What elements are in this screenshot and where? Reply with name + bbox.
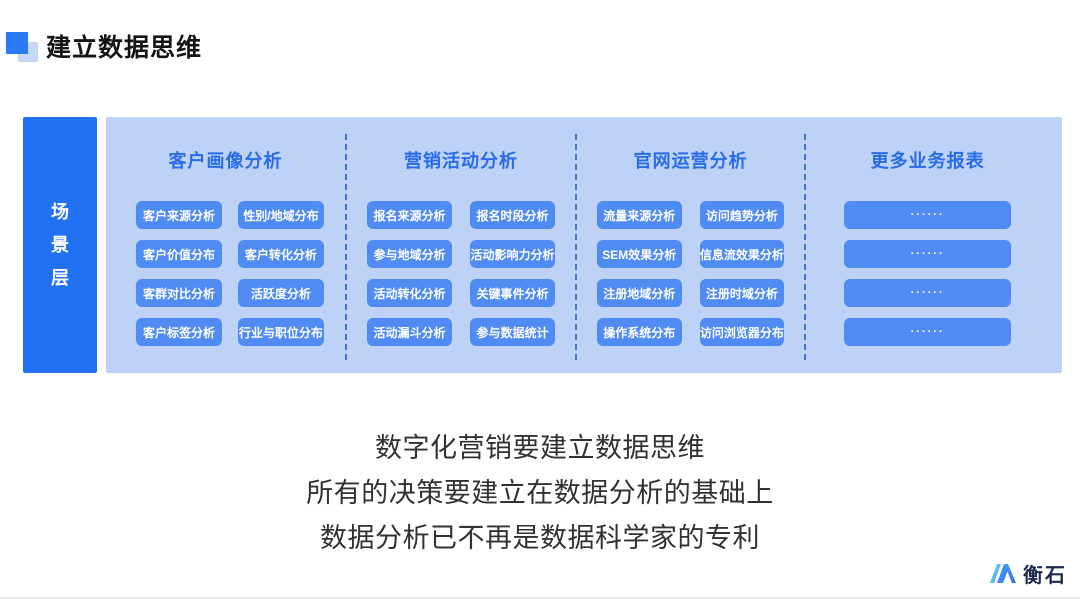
dashed-divider	[575, 134, 578, 360]
column-header: 客户画像分析	[168, 151, 283, 171]
title-bullet-decoration	[6, 30, 40, 62]
analysis-chip: 客群对比分析	[136, 279, 222, 307]
column-more-reports: 更多业务报表 ······ ······ ······ ······	[806, 117, 1062, 373]
analysis-chip: 访问趋势分析	[699, 201, 785, 229]
more-report-chip: ······	[844, 201, 1012, 229]
diagram-panel: 客户画像分析 客户来源分析 性别/地域分布 客户价值分布 客户转化分析 客群对比…	[106, 117, 1062, 373]
dashed-divider	[344, 134, 347, 360]
analysis-chip: 信息流效果分析	[699, 240, 785, 268]
page-title: 建立数据思维	[46, 34, 203, 62]
column-website-operation: 官网运营分析 流量来源分析 访问趋势分析 SEM效果分析 信息流效果分析 注册地…	[577, 117, 804, 373]
analysis-chip: 性别/地域分布	[237, 201, 324, 229]
column-header: 官网运营分析	[633, 151, 748, 171]
more-report-chip: ······	[844, 240, 1012, 268]
hengshi-logo-text: 衡石	[1023, 565, 1067, 587]
scenario-layer-sidebar: 场景层	[23, 117, 97, 373]
scenario-diagram: 场景层 客户画像分析 客户来源分析 性别/地域分布 客户价值分布 客户转化分析 …	[23, 117, 1062, 373]
chip-grid: ······ ······ ······ ······	[844, 201, 1012, 346]
column-header: 更多业务报表	[870, 151, 985, 171]
caption-block: 数字化营销要建立数据思维 所有的决策要建立在数据分析的基础上 数据分析已不再是数…	[0, 426, 1080, 561]
analysis-chip: 报名时段分析	[469, 201, 556, 229]
analysis-chip: 流量来源分析	[597, 201, 682, 229]
column-header: 营销活动分析	[403, 151, 518, 171]
analysis-chip: 活动漏斗分析	[366, 318, 452, 346]
analysis-chip: 客户价值分布	[136, 240, 222, 268]
analysis-chip: 关键事件分析	[469, 279, 556, 307]
sidebar-label: 场景层	[51, 201, 69, 288]
analysis-chip: 活动转化分析	[366, 279, 452, 307]
hengshi-logo-icon	[990, 564, 1016, 583]
analysis-chip: 行业与职位分布	[237, 318, 324, 346]
analysis-chip: 报名来源分析	[366, 201, 452, 229]
analysis-chip: 客户来源分析	[136, 201, 222, 229]
caption-line: 所有的决策要建立在数据分析的基础上	[306, 478, 774, 508]
analysis-chip: 注册地域分析	[597, 279, 682, 307]
analysis-chip: 活动影响力分析	[469, 240, 556, 268]
analysis-chip: SEM效果分析	[597, 240, 682, 268]
dashed-divider	[804, 134, 807, 360]
analysis-chip: 操作系统分布	[597, 318, 682, 346]
analysis-chip: 参与地域分析	[366, 240, 452, 268]
caption-line: 数字化营销要建立数据思维	[375, 433, 705, 463]
analysis-chip: 访问浏览器分布	[699, 318, 785, 346]
chip-grid: 客户来源分析 性别/地域分布 客户价值分布 客户转化分析 客群对比分析 活跃度分…	[106, 201, 345, 346]
slide-title-row: 建立数据思维	[6, 28, 202, 64]
caption-line: 数据分析已不再是数据科学家的专利	[320, 523, 760, 553]
analysis-chip: 客户标签分析	[136, 318, 222, 346]
more-report-chip: ······	[844, 318, 1012, 346]
analysis-chip: 参与数据统计	[469, 318, 556, 346]
analysis-chip: 活跃度分析	[237, 279, 324, 307]
column-marketing-activity: 营销活动分析 报名来源分析 报名时段分析 参与地域分析 活动影响力分析 活动转化…	[347, 117, 575, 373]
analysis-chip: 注册时域分析	[699, 279, 785, 307]
hengshi-logo: 衡石	[988, 559, 1067, 588]
more-report-chip: ······	[844, 279, 1012, 307]
analysis-chip: 客户转化分析	[237, 240, 324, 268]
chip-grid: 流量来源分析 访问趋势分析 SEM效果分析 信息流效果分析 注册地域分析 注册时…	[577, 201, 804, 346]
column-customer-profile: 客户画像分析 客户来源分析 性别/地域分布 客户价值分布 客户转化分析 客群对比…	[106, 117, 345, 373]
chip-grid: 报名来源分析 报名时段分析 参与地域分析 活动影响力分析 活动转化分析 关键事件…	[347, 201, 575, 346]
